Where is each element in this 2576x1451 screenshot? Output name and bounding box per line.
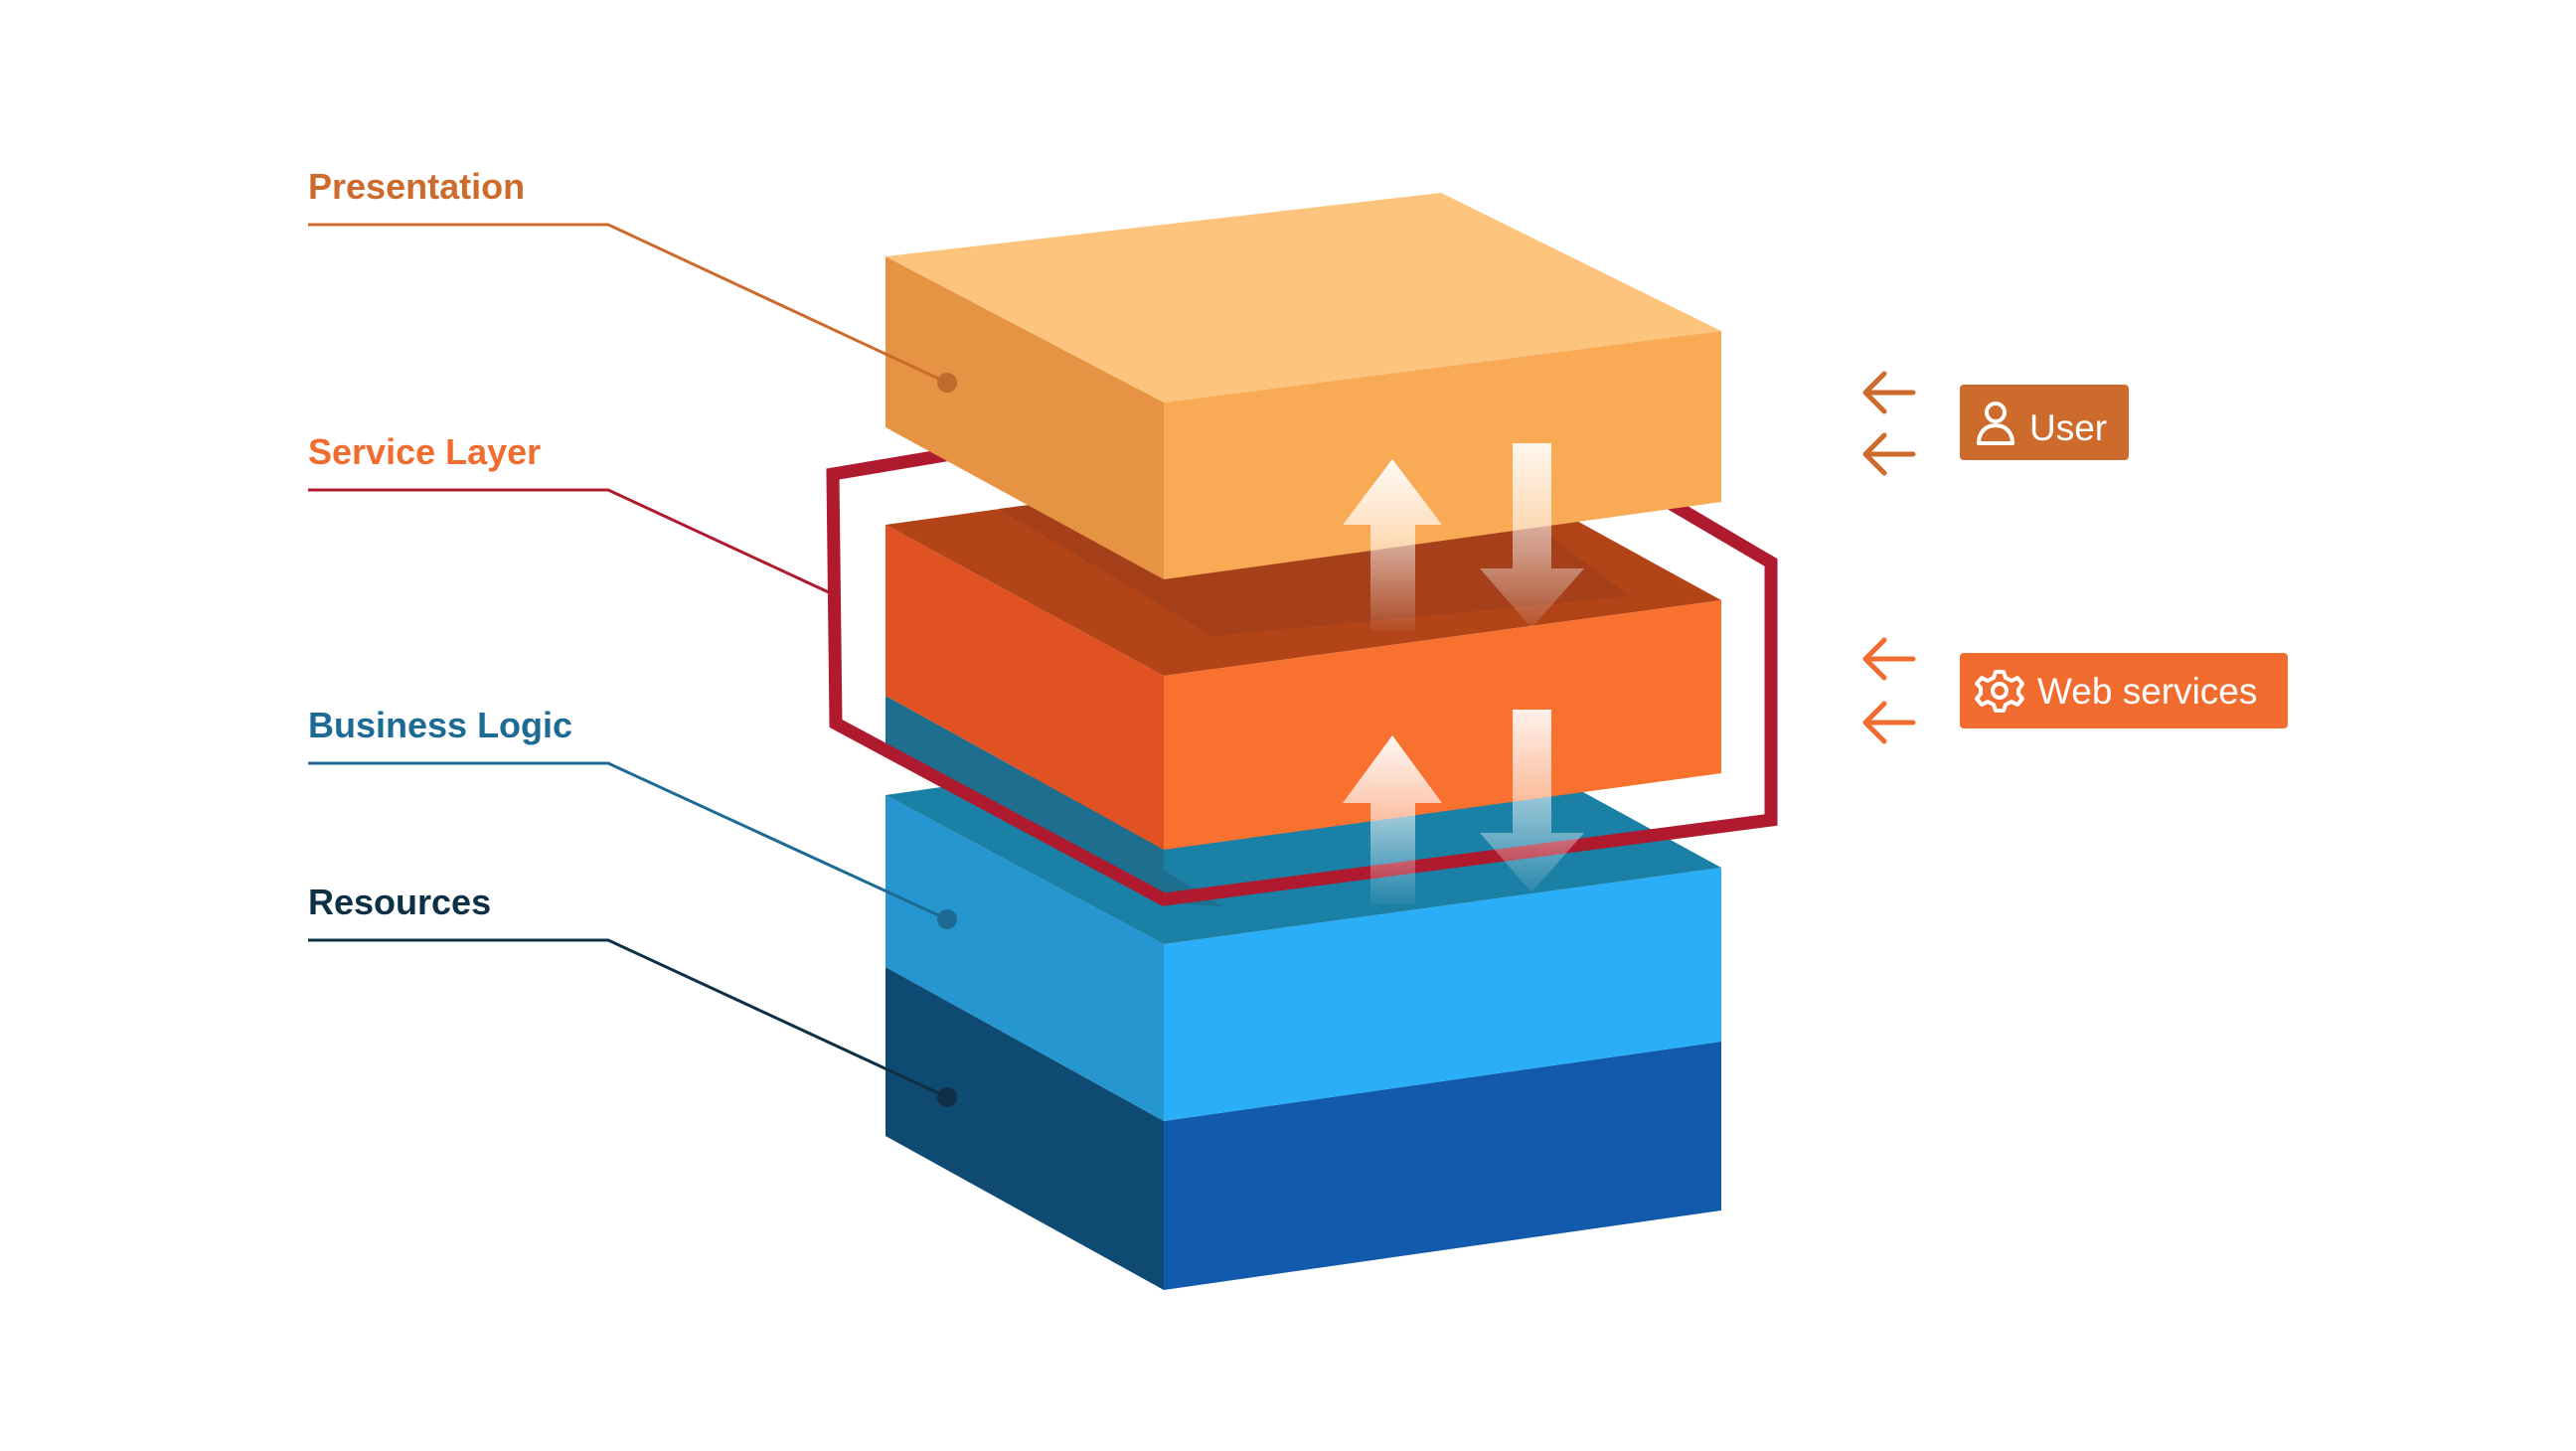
service-leader-line [308, 488, 832, 595]
arrow-left-icon [1862, 371, 1916, 414]
arrow-left-icon [1862, 432, 1916, 476]
resources-leader-line [308, 938, 948, 1099]
business-logic-front-face [1164, 868, 1721, 1121]
user-badge: User [1960, 385, 2129, 460]
resources-front-face [1164, 1042, 1721, 1290]
presentation-label: Presentation [308, 166, 525, 207]
webservices-badge: Web services [1960, 653, 2288, 728]
business-leader-dot [937, 909, 957, 929]
resources-label: Resources [308, 882, 491, 922]
service-layer-label: Service Layer [308, 431, 541, 472]
service-left-face [886, 525, 1164, 850]
arrow-up-icon [1343, 735, 1442, 904]
arrow-down-icon [1480, 443, 1584, 628]
arrow-up-icon [1343, 459, 1442, 631]
presentation-leader-dot [937, 373, 957, 393]
flow-arrows [1343, 443, 1584, 904]
business-logic-left-face [886, 795, 1164, 1121]
presentation-leader-line [308, 223, 948, 385]
presentation-block [886, 193, 1721, 579]
resources-left-face [886, 967, 1164, 1290]
business-leader-line [308, 761, 948, 921]
gear-icon [1975, 670, 2024, 713]
presentation-front-face [1164, 331, 1721, 579]
webservices-badge-label: Web services [2037, 671, 2257, 712]
leader-lines [308, 223, 957, 1107]
service-shadow [886, 696, 1222, 906]
presentation-top-face [886, 193, 1721, 403]
user-icon [1977, 402, 2014, 445]
resources-leader-dot [937, 1087, 957, 1107]
webservices-incoming-arrows [1862, 637, 1916, 744]
user-badge-label: User [2029, 407, 2107, 448]
arrow-left-icon [1862, 701, 1916, 744]
arrow-left-icon [1862, 637, 1916, 681]
user-incoming-arrows [1862, 371, 1916, 476]
presentation-left-face [886, 256, 1164, 579]
business-logic-label: Business Logic [308, 705, 572, 745]
service-front-face [1164, 600, 1721, 850]
webservices-badge-background [1960, 653, 2288, 728]
arrow-down-icon [1480, 710, 1584, 892]
